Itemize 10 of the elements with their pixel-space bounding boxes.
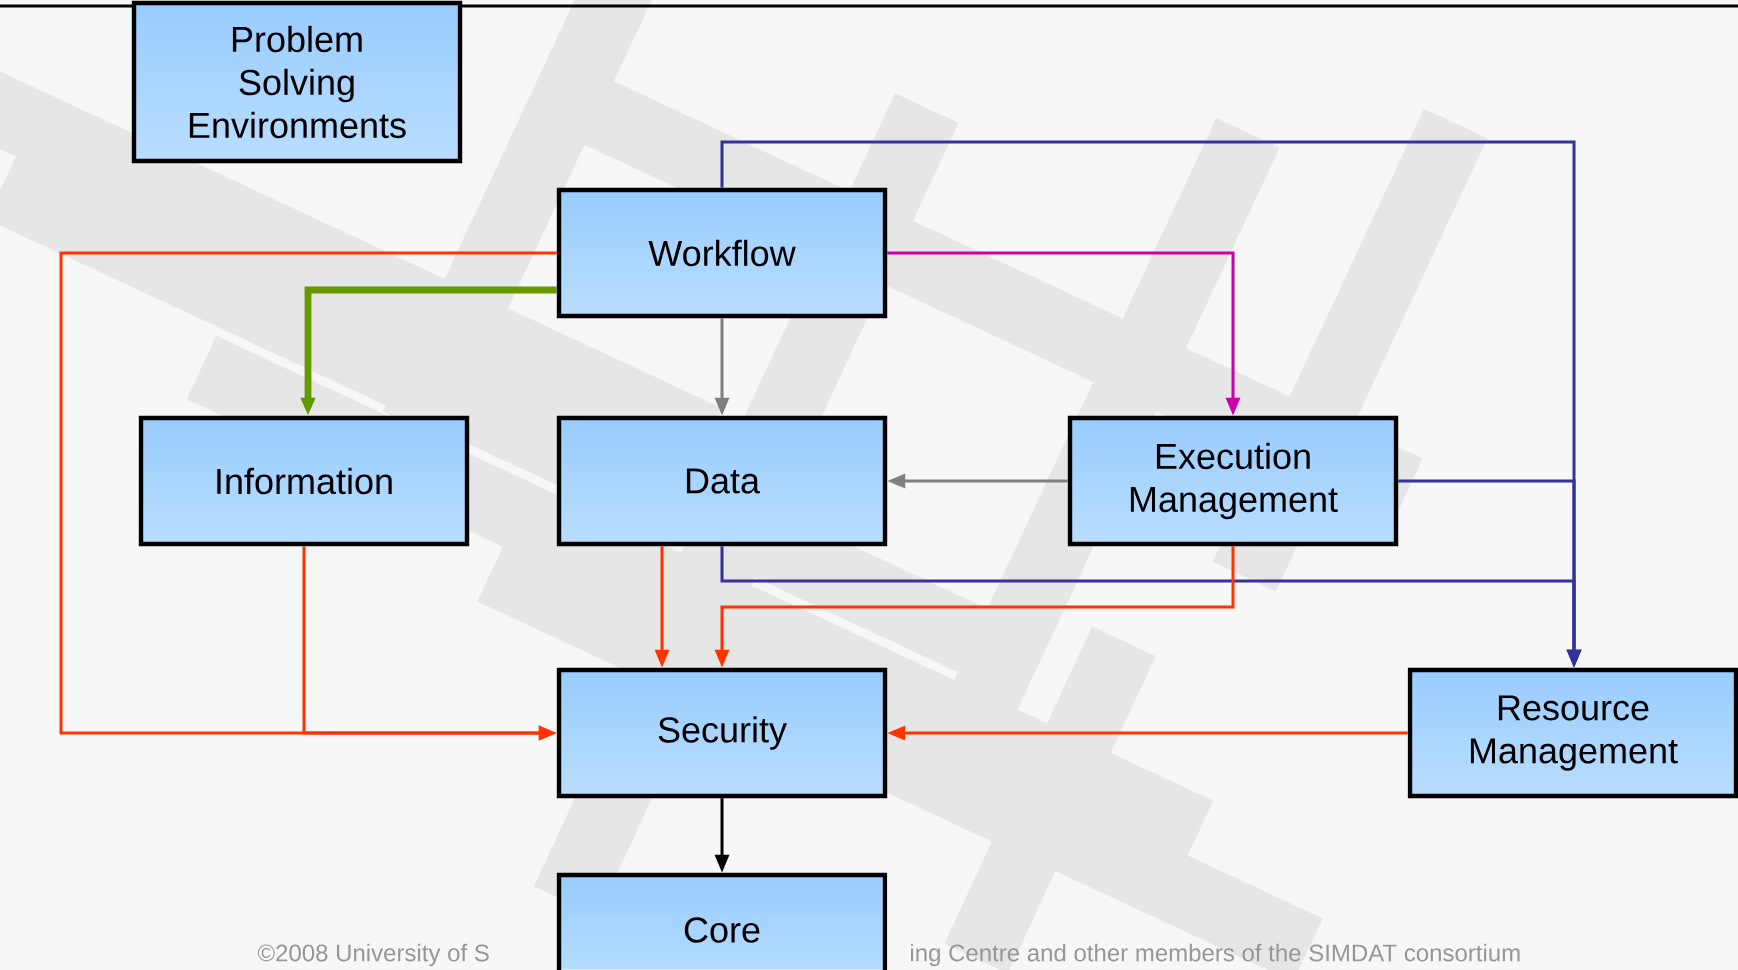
component-box: Information bbox=[138, 415, 470, 547]
component-box: Workflow bbox=[556, 187, 888, 319]
component-box: Data bbox=[556, 415, 888, 547]
copyright-note: ing Centre and other members of the SIMDAT consortium bbox=[911, 943, 1520, 967]
component-box: Problem Solving Environments bbox=[131, 0, 463, 164]
component-box: Execution Management bbox=[1067, 415, 1399, 547]
copyright-note: ©2008 University of S bbox=[257, 943, 489, 967]
component-box: Resource Management bbox=[1407, 667, 1738, 799]
component-box: Core bbox=[556, 872, 888, 970]
component-box: Security bbox=[556, 667, 888, 799]
